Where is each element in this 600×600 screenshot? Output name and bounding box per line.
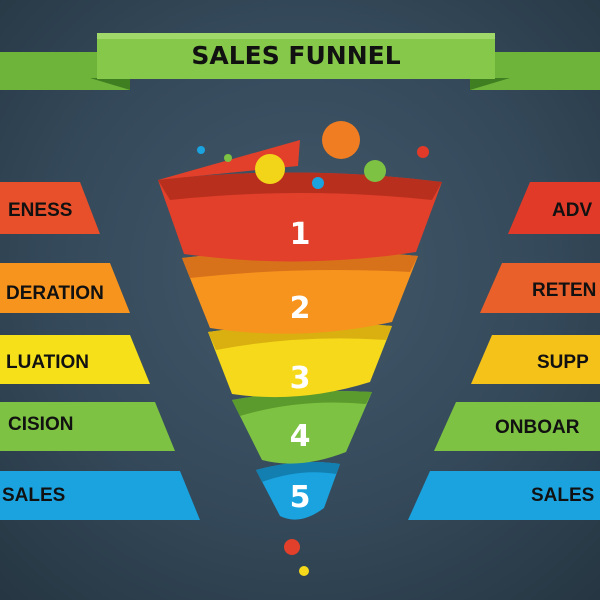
funnel-layer-1-number: 1	[290, 217, 311, 252]
left-label-4-band	[0, 402, 175, 451]
left-label-1-text: ENESS	[8, 200, 72, 221]
ball-orange-large	[322, 121, 360, 159]
left-label-2: DERATION	[0, 263, 130, 313]
ball-yellow	[255, 154, 285, 184]
left-label-4: CISION	[0, 402, 175, 451]
right-label-4-band	[434, 402, 600, 451]
falling-balls	[197, 121, 429, 576]
funnel-layer-3-number: 3	[290, 361, 311, 396]
right-label-5: SALES	[408, 471, 600, 520]
left-labels: ENESS DERATION LUATION CISION SALES	[0, 182, 200, 520]
right-label-2-text: RETEN	[532, 280, 596, 301]
right-label-4-text: ONBOAR	[495, 417, 580, 438]
left-label-4-text: CISION	[8, 414, 73, 435]
title-ribbon: SALES FUNNEL	[0, 33, 600, 90]
right-label-4: ONBOAR	[434, 402, 600, 451]
left-label-2-text: DERATION	[6, 283, 104, 304]
right-label-3-band	[471, 335, 600, 384]
left-label-3-text: LUATION	[6, 352, 89, 373]
left-label-1-band	[0, 182, 100, 234]
right-label-1-band	[508, 182, 600, 234]
left-label-5-text: SALES	[2, 485, 65, 506]
right-label-1: ADV	[508, 182, 600, 234]
right-label-5-band	[408, 471, 600, 520]
funnel-layer-3: 3	[208, 323, 392, 398]
ribbon-right-tail	[470, 52, 600, 90]
right-label-2: RETEN	[480, 263, 600, 313]
ribbon-center	[97, 33, 495, 79]
left-label-1: ENESS	[0, 182, 100, 234]
left-label-5: SALES	[0, 471, 200, 520]
funnel-layer-5: 5	[256, 462, 340, 520]
ball-green-small	[224, 154, 232, 162]
ball-blue-tiny	[197, 146, 205, 154]
funnel: 5 4 3 2 1	[158, 140, 442, 520]
ribbon-right-fold	[470, 78, 510, 90]
right-label-3-text: SUPP	[537, 352, 589, 373]
right-labels: ADV RETEN SUPP ONBOAR SALES	[408, 182, 600, 520]
left-label-2-band	[0, 263, 130, 313]
right-label-1-text: ADV	[552, 200, 592, 221]
ball-green	[364, 160, 386, 182]
funnel-layer-4-number: 4	[290, 419, 311, 454]
left-label-3: LUATION	[0, 335, 150, 384]
right-label-3: SUPP	[471, 335, 600, 384]
ball-red-bottom	[284, 539, 300, 555]
left-label-5-band	[0, 471, 200, 520]
funnel-layer-5-inner	[256, 462, 340, 482]
ribbon-left-fold	[90, 78, 130, 90]
funnel-layer-2-number: 2	[290, 291, 311, 326]
ribbon-highlight	[97, 33, 495, 39]
right-label-2-band	[480, 263, 600, 313]
funnel-layer-2: 2	[182, 250, 418, 334]
funnel-layer-4: 4	[232, 391, 372, 464]
ball-red-small	[417, 146, 429, 158]
funnel-layer-4-inner	[232, 391, 372, 416]
page-title: SALES FUNNEL	[191, 41, 400, 70]
right-label-5-text: SALES	[531, 485, 594, 506]
ball-yellow-bottom	[299, 566, 309, 576]
funnel-layer-1: 1	[158, 140, 442, 262]
ball-blue-small	[312, 177, 324, 189]
left-label-3-band	[0, 335, 150, 384]
funnel-layer-5-number: 5	[290, 480, 311, 515]
